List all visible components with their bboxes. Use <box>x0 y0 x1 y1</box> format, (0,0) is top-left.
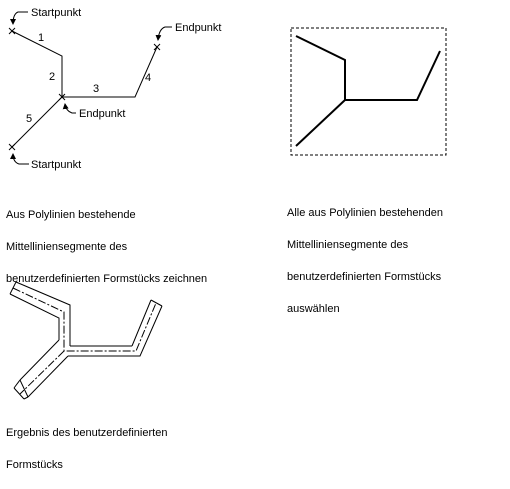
caption-2-line-2: Mittelliniensegmente des <box>287 239 409 251</box>
segment-number-3: 3 <box>93 83 99 95</box>
selected-polyline-upper <box>295 35 441 101</box>
selection-window <box>290 27 447 156</box>
caption-1-line-2: Mittelliniensegmente des <box>6 241 128 253</box>
caption-1-line-1: Aus Polylinien bestehende <box>6 209 136 221</box>
selected-polyline-lower <box>295 99 346 147</box>
caption-2-line-3: benutzerdefinierten Formstücks <box>287 271 442 283</box>
leader-end-mid <box>62 103 76 114</box>
figure-canvas: Startpunkt Endpunkt Endpunkt Startpunkt … <box>8 7 447 400</box>
label-end-mid: Endpunkt <box>79 108 125 120</box>
caption-2-line-1: Alle aus Polylinien bestehenden <box>287 207 443 219</box>
leader-start-bottom <box>10 153 29 165</box>
caption-diagram-2: Alle aus Polylinien bestehenden Mittelli… <box>287 189 443 333</box>
caption-2-line-4: auswählen <box>287 303 340 315</box>
diagram-1-polylines: Startpunkt Endpunkt Endpunkt Startpunkt … <box>8 7 221 171</box>
segment-number-1: 1 <box>38 32 44 44</box>
segment-number-4: 4 <box>145 72 151 84</box>
label-start-top: Startpunkt <box>31 7 81 19</box>
caption-1-line-3: benutzerdefinierten Formstücks zeichnen <box>6 273 208 285</box>
label-end-right: Endpunkt <box>175 22 221 34</box>
caption-diagram-3: Ergebnis des benutzerdefinierten Formstü… <box>6 409 167 489</box>
caption-diagram-1: Aus Polylinien bestehende Mittelliniense… <box>6 191 207 303</box>
end-point-right-marker <box>153 43 161 51</box>
leader-end-right <box>155 26 172 41</box>
fitting-centerline <box>12 287 157 395</box>
caption-3-line-1: Ergebnis des benutzerdefinierten <box>6 427 168 439</box>
leader-start-top <box>10 11 28 25</box>
diagram-2-selection <box>290 27 447 156</box>
segment-number-5: 5 <box>26 113 32 125</box>
caption-3-line-2: Formstücks <box>6 459 63 471</box>
end-point-mid-marker <box>58 93 66 101</box>
label-start-bottom: Startpunkt <box>31 159 81 171</box>
polyline-upper <box>11 30 158 98</box>
start-point-bottom-marker <box>8 143 16 151</box>
start-point-top-marker <box>8 27 16 35</box>
fitting-outline <box>9 281 163 400</box>
segment-number-2: 2 <box>49 71 55 83</box>
polyline-lower <box>11 96 63 148</box>
diagram-3-result <box>9 281 163 400</box>
